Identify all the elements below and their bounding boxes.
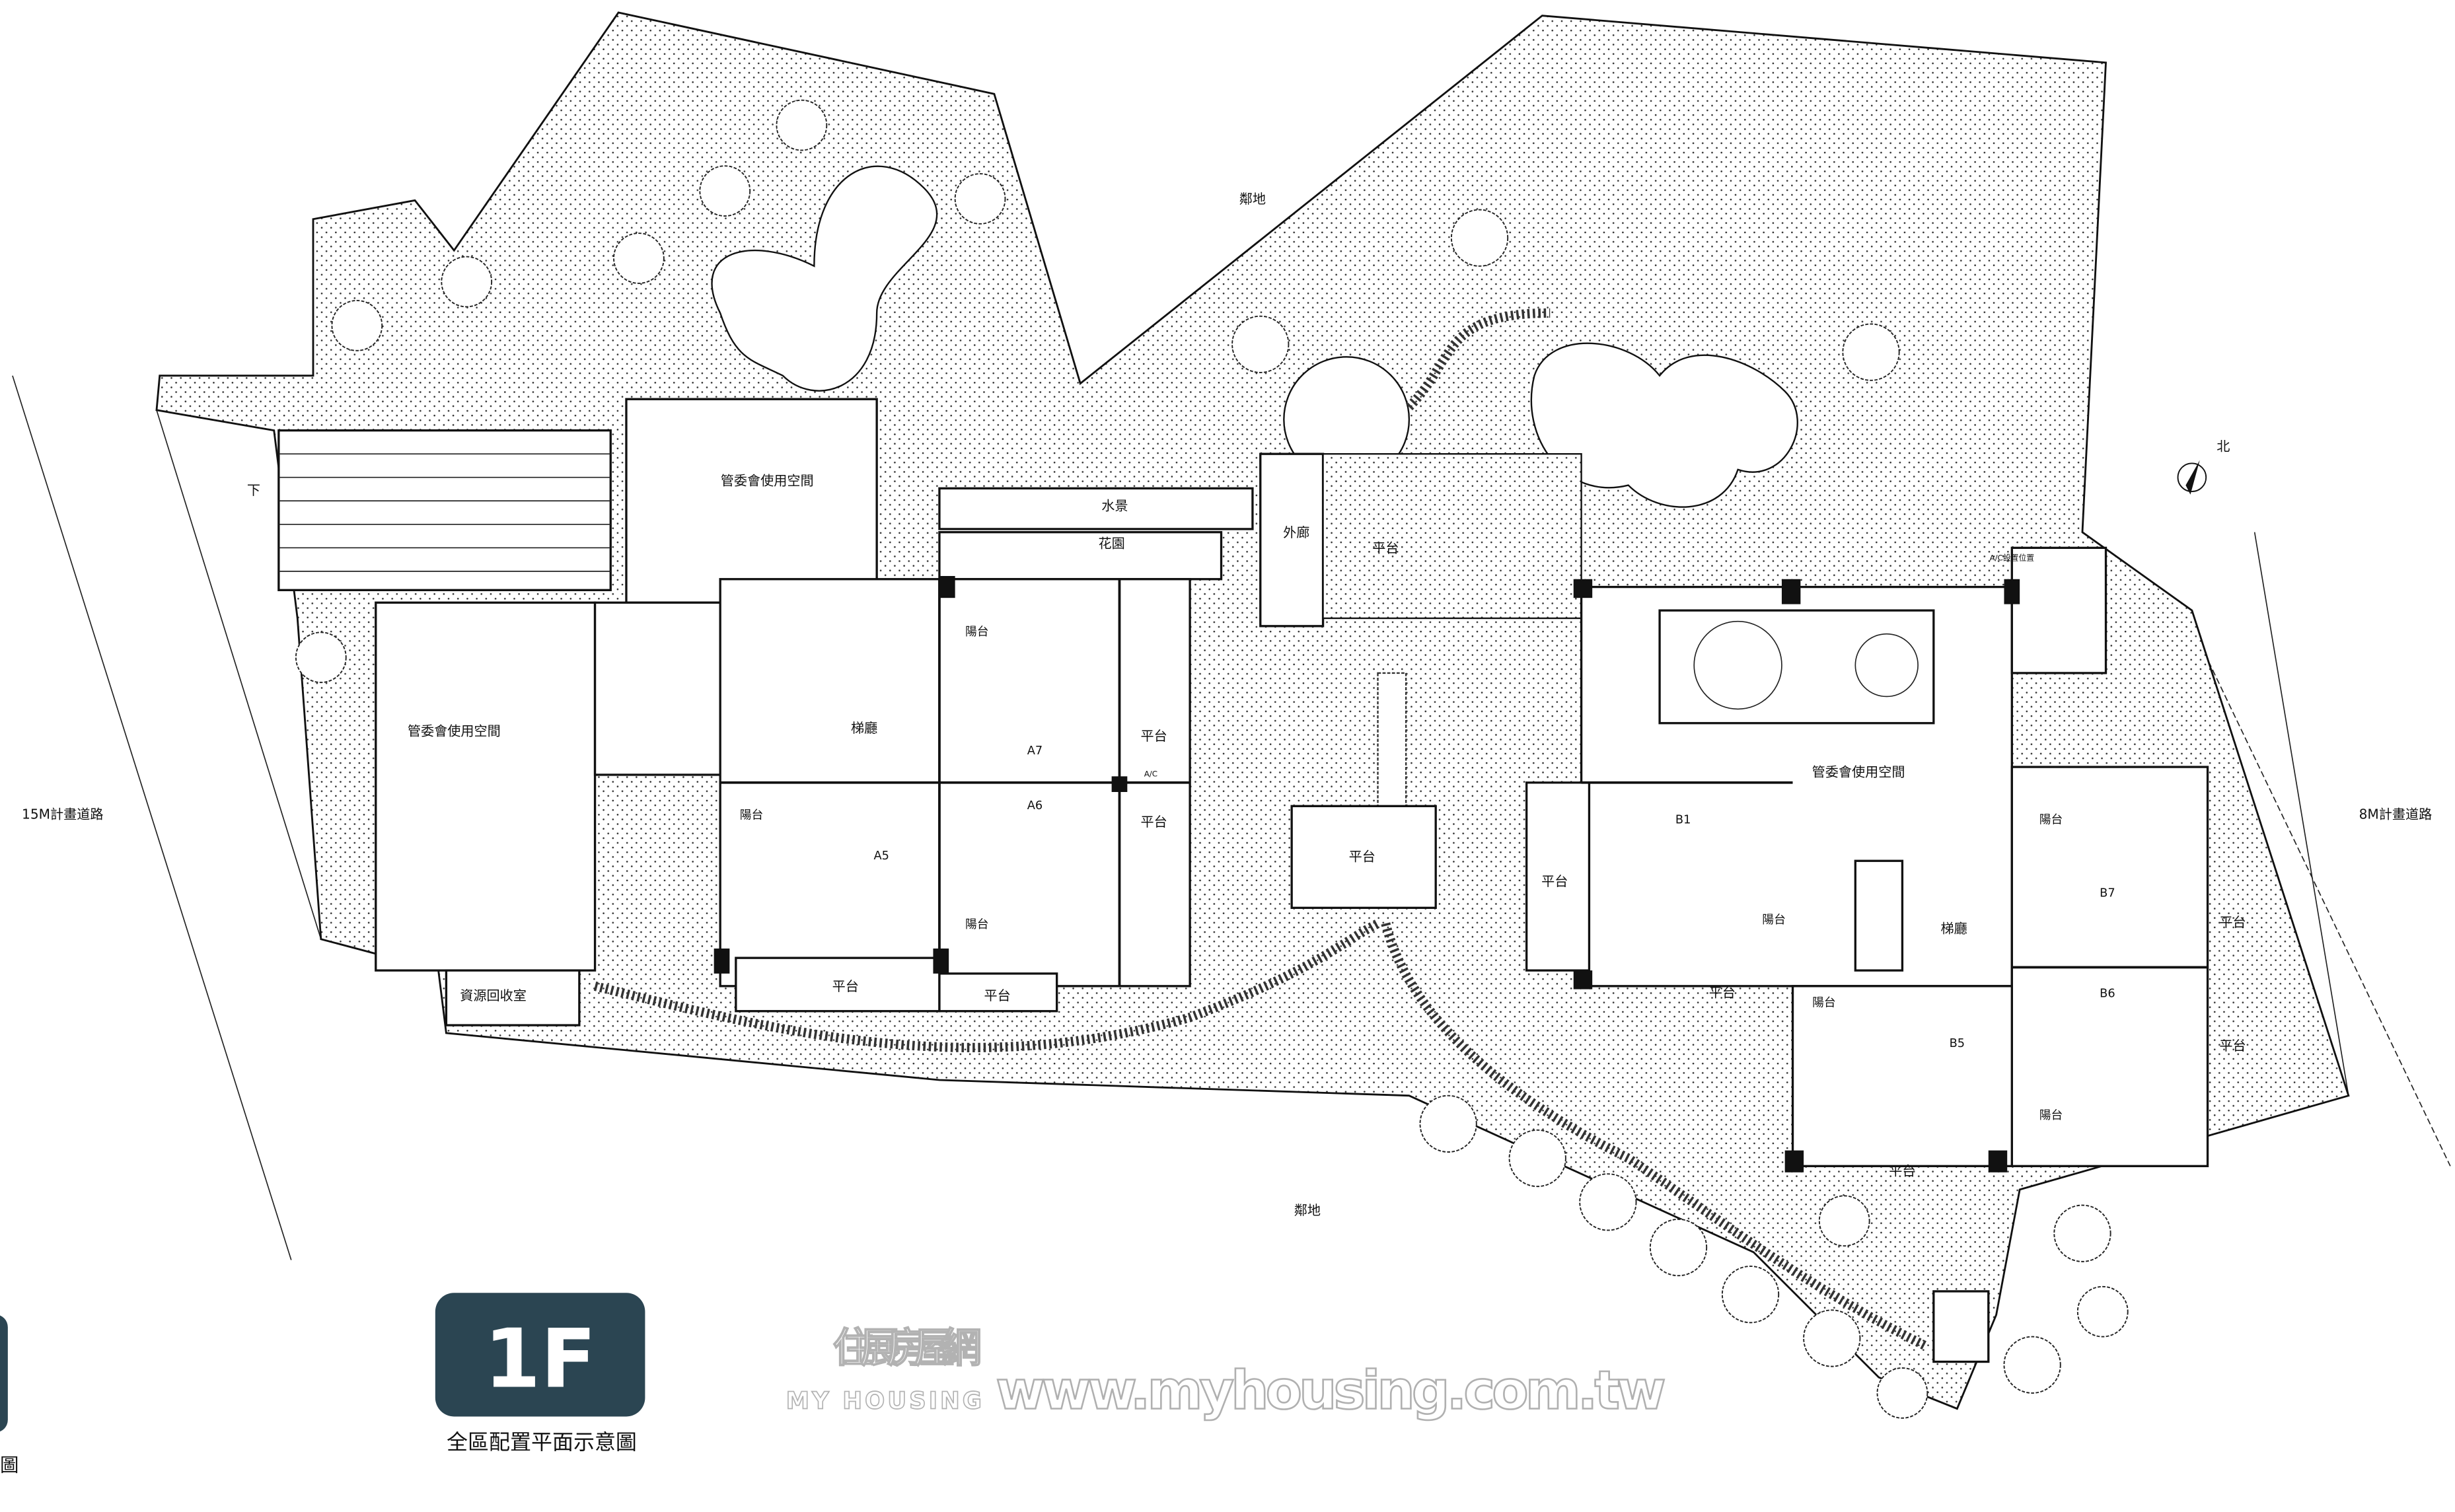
floor-badge-label: 1F <box>484 1312 597 1406</box>
terrace-a6 <box>938 972 1058 1013</box>
elevator-b <box>1854 859 1904 972</box>
walking-path <box>593 919 1380 1052</box>
road-left <box>12 375 322 1260</box>
caption-fragment: 圖 <box>0 1454 18 1476</box>
trees <box>295 99 2129 1419</box>
lobby-a-label: 梯廳 <box>851 720 877 736</box>
pool <box>711 165 938 392</box>
floor-badge <box>435 1293 645 1417</box>
ac-location-label: A/C設置位置 <box>1989 553 2034 562</box>
walkway-steps <box>1377 672 1407 807</box>
committee-room-left <box>375 601 597 972</box>
terrace-b1 <box>1525 781 1591 972</box>
balcony-label: 陽台 <box>965 625 989 639</box>
watermark-brand-cn: 住展房屋網 <box>833 1324 982 1372</box>
terrace-label: 平台 <box>1372 540 1399 556</box>
watermark-url: www.myhousing.com.tw <box>996 1360 1666 1422</box>
unit-label-b5: B5 <box>1950 1037 1965 1050</box>
neighbor-label-bottom: 鄰地 <box>1294 1202 1321 1218</box>
road-label-right: 8M計畫道路 <box>2359 806 2433 822</box>
stair-down-label: 下 <box>247 482 260 498</box>
garden-label: 花園 <box>1099 535 1125 551</box>
ramp-lines <box>278 453 611 572</box>
recycling-label: 資源回收室 <box>460 988 527 1003</box>
unit-label-a7: A7 <box>1027 744 1043 758</box>
garden <box>938 530 1223 581</box>
badge-fragment <box>0 1315 8 1432</box>
lobby-b-label: 梯廳 <box>1941 920 1967 936</box>
committee-room-top <box>625 398 878 604</box>
road-label-left: 15M計畫道路 <box>22 806 103 822</box>
watermark: 住展房屋網 MY HOUSING www.myhousing.com.tw <box>786 1324 1667 1423</box>
terrace-label: 平台 <box>832 978 859 994</box>
committee-right-label: 管委會使用空間 <box>1812 764 1905 779</box>
terrace-label: 平台 <box>1541 873 1568 889</box>
walking-path <box>1381 922 1928 1351</box>
recycling-room <box>445 969 581 1026</box>
balcony-label: 陽台 <box>1812 996 1836 1010</box>
terrace-label: 平台 <box>2219 1038 2246 1054</box>
unit-label-b6: B6 <box>2100 987 2115 1000</box>
parking-ramp <box>277 429 612 591</box>
water-feature <box>938 487 1254 530</box>
gazebo <box>1932 1290 1990 1363</box>
terrace-label: 平台 <box>1709 984 1736 1000</box>
watermark-brand-en: MY HOUSING <box>786 1388 982 1415</box>
building-b5 <box>1791 985 2013 1167</box>
corridor <box>1259 452 1325 628</box>
balcony-label: 陽台 <box>965 918 989 931</box>
terrace-label: 平台 <box>1889 1163 1915 1179</box>
courtyard <box>1658 609 1935 725</box>
unit-label-b1: B1 <box>1675 813 1691 826</box>
terrace-label: 平台 <box>1349 848 1375 864</box>
north-arrow-icon <box>2177 460 2207 495</box>
terrace-label: 平台 <box>1140 728 1167 744</box>
north-label: 北 <box>2217 438 2230 454</box>
balcony-label: 陽台 <box>740 808 764 822</box>
ac-label: A/C <box>1144 769 1157 778</box>
committee-left-label: 管委會使用空間 <box>408 723 501 739</box>
terrace-label: 平台 <box>1140 814 1167 830</box>
committee-top-label: 管委會使用空間 <box>721 473 814 489</box>
unit-label-a5: A5 <box>874 849 889 863</box>
pavilion-terrace <box>1290 805 1437 910</box>
water-feature-label: 水景 <box>1101 497 1128 513</box>
playground <box>1530 342 1798 508</box>
corridor-label: 外廊 <box>1283 524 1309 540</box>
stair-east <box>2010 546 2107 674</box>
unit-label-a6: A6 <box>1027 799 1043 812</box>
neighbor-label-top: 鄰地 <box>1239 191 1266 207</box>
balcony-label: 陽台 <box>2039 812 2063 826</box>
plan-title: 全區配置平面示意圖 <box>447 1429 637 1455</box>
balcony-label: 陽台 <box>1762 913 1786 927</box>
terrace-label: 平台 <box>2219 914 2246 930</box>
unit-label-b7: B7 <box>2100 887 2115 900</box>
road-right <box>2183 532 2451 1167</box>
walking-path <box>1405 308 1551 411</box>
plaza-terrace <box>1322 452 1582 620</box>
terrace-label: 平台 <box>984 988 1010 1003</box>
balcony-label: 陽台 <box>2039 1108 2063 1122</box>
